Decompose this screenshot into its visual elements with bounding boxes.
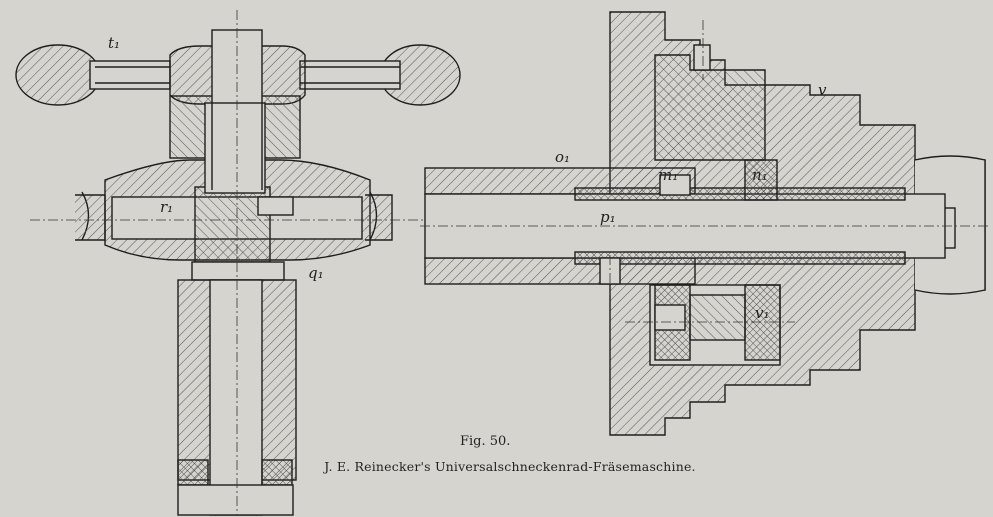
label-n1: n₁ bbox=[752, 166, 768, 184]
figure-title: J. E. Reinecker's Universalschneckenrad-… bbox=[324, 459, 696, 474]
label-v: v bbox=[818, 81, 827, 99]
left-assembly bbox=[15, 10, 461, 516]
handwheel bbox=[15, 44, 461, 106]
center-lines bbox=[30, 10, 450, 515]
figure-number: Fig. 50. bbox=[460, 434, 511, 449]
right-center-lines bbox=[420, 20, 990, 323]
label-t1: t₁ bbox=[108, 34, 120, 52]
right-assembly bbox=[420, 11, 990, 436]
label-r1: r₁ bbox=[160, 198, 173, 216]
label-p1: p₁ bbox=[600, 208, 616, 226]
part-labels: t₁ r₁ q₁ o₁ m₁ n₁ p₁ v v₁ bbox=[108, 34, 827, 322]
spindle bbox=[177, 29, 297, 516]
label-m1: m₁ bbox=[658, 166, 678, 184]
label-v1: v₁ bbox=[755, 304, 770, 322]
label-o1: o₁ bbox=[555, 148, 570, 166]
label-q1: q₁ bbox=[308, 264, 324, 282]
